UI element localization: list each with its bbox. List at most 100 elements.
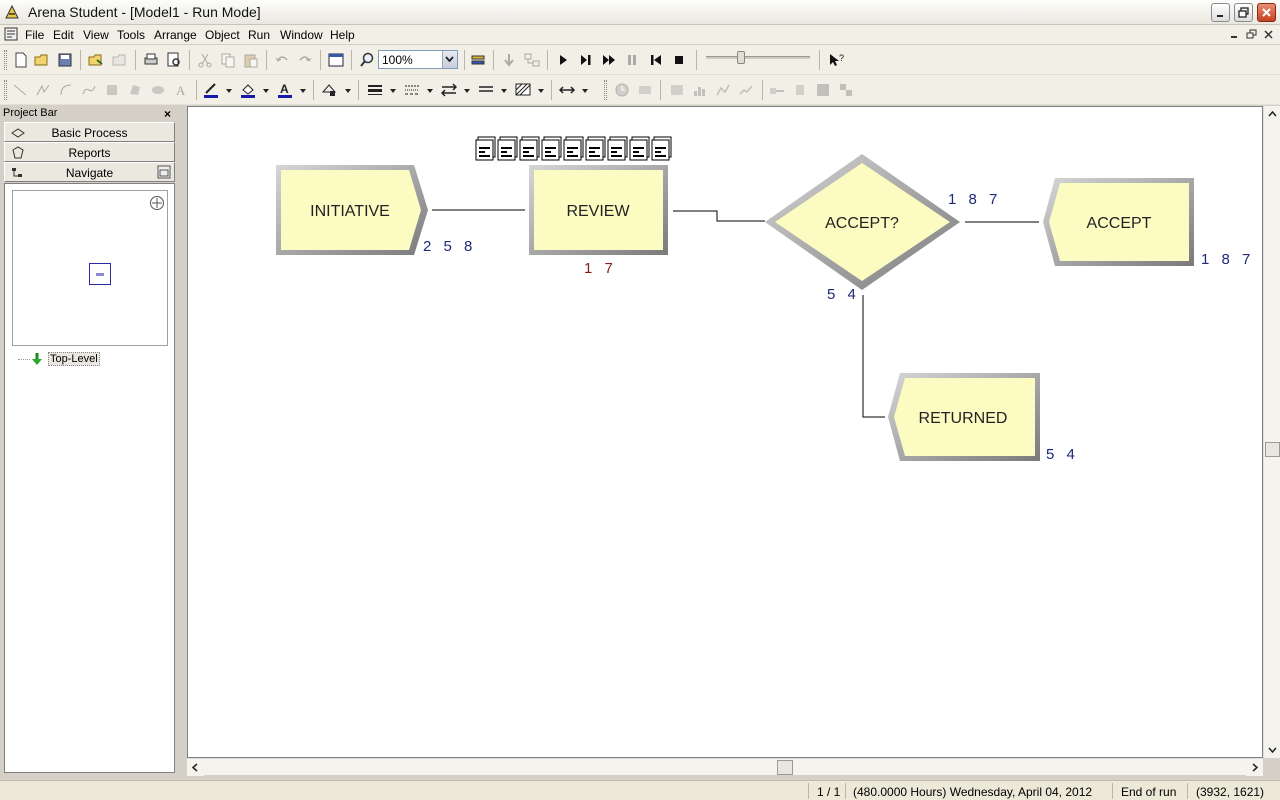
- box-tool-icon[interactable]: [104, 82, 120, 98]
- create-module-initiative[interactable]: INITIATIVE: [276, 165, 428, 255]
- pattern-dropdown[interactable]: [501, 89, 507, 93]
- scroll-left-button[interactable]: [187, 759, 204, 776]
- whats-this-help-icon[interactable]: ?: [828, 52, 844, 68]
- route-icon[interactable]: [769, 82, 785, 98]
- redo-icon[interactable]: [297, 52, 313, 68]
- animation-speed-slider[interactable]: [737, 51, 745, 64]
- pattern-icon[interactable]: [478, 82, 494, 98]
- menu-object[interactable]: Object: [205, 28, 240, 42]
- panel-navigate[interactable]: Navigate: [4, 162, 175, 182]
- menu-arrange[interactable]: Arrange: [154, 28, 197, 42]
- fill-color-icon[interactable]: [240, 82, 256, 98]
- end-icon[interactable]: [671, 52, 687, 68]
- connect-icon[interactable]: [524, 52, 540, 68]
- line-color-icon[interactable]: [203, 82, 219, 98]
- menu-tools[interactable]: Tools: [117, 28, 146, 42]
- toolbar-grip[interactable]: [4, 50, 7, 70]
- start-over-icon[interactable]: [648, 52, 664, 68]
- text-color-dropdown[interactable]: [300, 89, 306, 93]
- menu-view[interactable]: View: [83, 28, 109, 42]
- save-icon[interactable]: [57, 52, 73, 68]
- zoom-dropdown-button[interactable]: [442, 51, 457, 68]
- mdi-close-icon[interactable]: [1262, 28, 1276, 41]
- mdi-restore-icon[interactable]: [1245, 28, 1259, 41]
- fill-color-dropdown[interactable]: [263, 89, 269, 93]
- level-icon[interactable]: [669, 82, 685, 98]
- variable-icon[interactable]: [637, 82, 653, 98]
- model-canvas[interactable]: INITIATIVE 2 5 8 REVIEW 1 7 ACCEPT? 1 8 …: [187, 106, 1263, 758]
- station-icon[interactable]: [792, 82, 808, 98]
- horizontal-scrollbar[interactable]: [187, 758, 1263, 776]
- line-width-dropdown[interactable]: [390, 89, 396, 93]
- scroll-up-button[interactable]: [1264, 106, 1280, 123]
- background-color-dropdown[interactable]: [345, 89, 351, 93]
- fill-pattern-dropdown[interactable]: [538, 89, 544, 93]
- detach-template-icon[interactable]: [112, 52, 128, 68]
- connector-decide-returned[interactable]: [862, 295, 885, 418]
- project-bar-close-icon[interactable]: ×: [164, 107, 172, 121]
- vertical-scroll-thumb[interactable]: [1265, 442, 1280, 457]
- thumbnail-toggle-icon[interactable]: [157, 165, 171, 179]
- process-module-review[interactable]: REVIEW: [529, 165, 668, 255]
- pause-icon[interactable]: [624, 52, 640, 68]
- line-style-icon[interactable]: [404, 82, 420, 98]
- line-width-icon[interactable]: [367, 82, 383, 98]
- layers-icon[interactable]: [470, 52, 486, 68]
- copy-icon[interactable]: [220, 52, 236, 68]
- view-region-marker[interactable]: [89, 263, 111, 285]
- mdi-minimize-icon[interactable]: [1228, 28, 1242, 41]
- menu-run[interactable]: Run: [248, 28, 271, 42]
- arrow-style-icon[interactable]: [441, 82, 457, 98]
- view-region-icon[interactable]: [328, 52, 344, 68]
- decide-module-accept[interactable]: ACCEPT?: [765, 154, 960, 290]
- scroll-down-button[interactable]: [1264, 741, 1280, 758]
- panel-basic-process[interactable]: Basic Process: [4, 122, 175, 142]
- dispose-module-returned[interactable]: RETURNED: [888, 373, 1040, 461]
- histogram-icon[interactable]: [692, 82, 708, 98]
- clock-icon[interactable]: [614, 82, 630, 98]
- dimensions-dropdown[interactable]: [582, 89, 588, 93]
- plot-icon[interactable]: [715, 82, 731, 98]
- print-preview-icon[interactable]: [166, 52, 182, 68]
- cut-icon[interactable]: [197, 52, 213, 68]
- show-dimensions-icon[interactable]: [559, 82, 575, 98]
- chart-icon[interactable]: [738, 82, 754, 98]
- go-icon[interactable]: [555, 52, 571, 68]
- dispose-module-accept[interactable]: ACCEPT: [1043, 178, 1194, 266]
- bezier-tool-icon[interactable]: [81, 82, 97, 98]
- step-icon[interactable]: [578, 52, 594, 68]
- menu-window[interactable]: Window: [280, 28, 323, 42]
- open-folder-icon[interactable]: [34, 52, 50, 68]
- arc-tool-icon[interactable]: [58, 82, 74, 98]
- polyline-tool-icon[interactable]: [35, 82, 51, 98]
- horizontal-scroll-thumb[interactable]: [777, 760, 793, 775]
- restore-button[interactable]: [1234, 3, 1253, 22]
- arrow-style-dropdown[interactable]: [464, 89, 470, 93]
- submodel-down-icon[interactable]: [501, 52, 517, 68]
- zoom-crosshair-icon[interactable]: [149, 195, 165, 211]
- text-tool-icon[interactable]: A: [173, 82, 189, 98]
- zoom-select[interactable]: 100%: [378, 50, 458, 69]
- line-style-dropdown[interactable]: [427, 89, 433, 93]
- line-color-dropdown[interactable]: [226, 89, 232, 93]
- fast-forward-icon[interactable]: [601, 52, 617, 68]
- line-tool-icon[interactable]: [12, 82, 28, 98]
- menu-edit[interactable]: Edit: [53, 28, 74, 42]
- undo-icon[interactable]: [274, 52, 290, 68]
- new-file-icon[interactable]: [13, 52, 29, 68]
- vertical-scrollbar[interactable]: [1263, 106, 1280, 758]
- panel-reports[interactable]: Reports: [4, 142, 175, 162]
- minimize-button[interactable]: [1211, 3, 1230, 22]
- paste-icon[interactable]: [243, 52, 259, 68]
- storage-icon[interactable]: [838, 82, 854, 98]
- background-color-icon[interactable]: [321, 82, 337, 98]
- scroll-right-button[interactable]: [1246, 759, 1263, 776]
- arena-app-icon[interactable]: [4, 4, 20, 20]
- resource-icon[interactable]: [815, 82, 831, 98]
- text-color-icon[interactable]: A: [277, 82, 293, 98]
- toolbar-grip[interactable]: [604, 80, 607, 100]
- zoom-magnifier-icon[interactable]: [359, 52, 375, 68]
- polygon-tool-icon[interactable]: [127, 82, 143, 98]
- menu-file[interactable]: File: [25, 28, 45, 42]
- document-icon[interactable]: [4, 27, 18, 41]
